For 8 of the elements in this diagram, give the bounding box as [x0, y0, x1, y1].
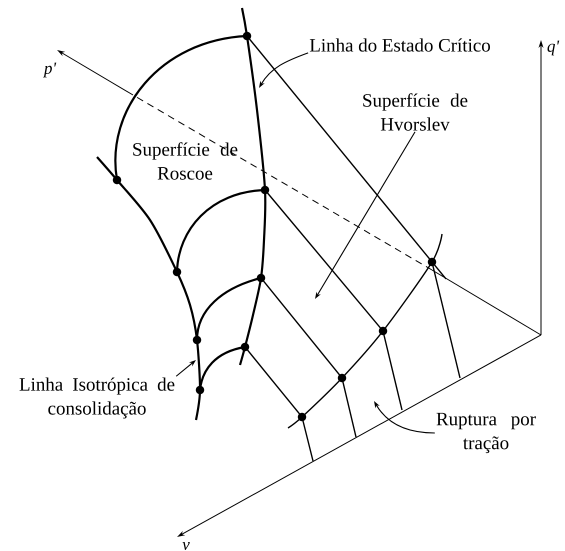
axis-label: p'	[42, 62, 56, 78]
axis-label: q'	[548, 40, 560, 56]
label-text: Ruptura por tração	[436, 412, 536, 454]
axis-label: v	[182, 542, 190, 550]
label-text: Superfície de Hvorslev	[363, 93, 468, 131]
label-text: Superfície de Roscoe	[133, 142, 238, 180]
label-text: Linha do Estado Crítico	[310, 38, 490, 52]
label-text: Linha Isotrópica de consolidação	[20, 377, 174, 419]
